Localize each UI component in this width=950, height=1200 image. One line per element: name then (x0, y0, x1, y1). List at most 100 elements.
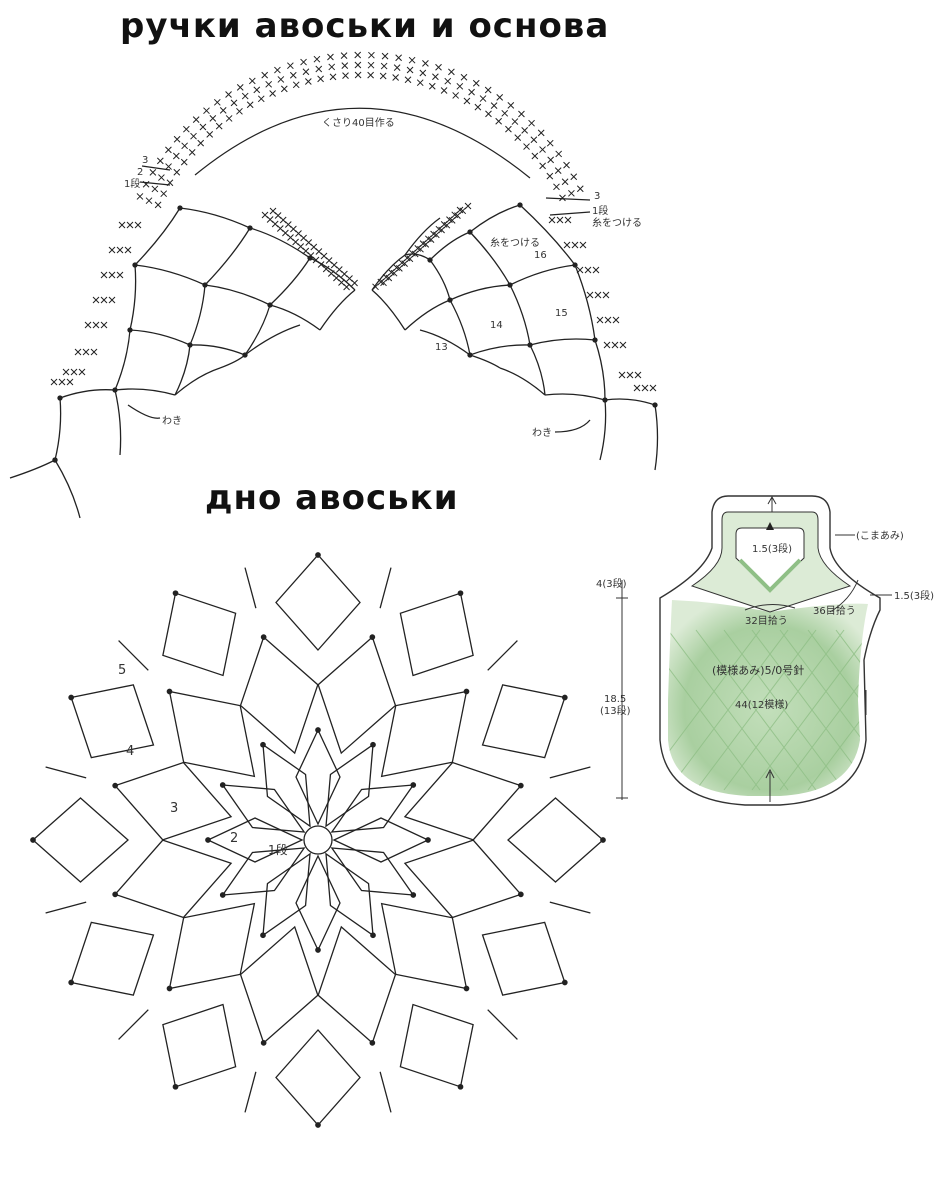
body-height-label: 18.5 (604, 694, 626, 705)
chain-loop (469, 354, 501, 369)
stitch-x (495, 117, 503, 125)
chain-loop (249, 227, 311, 259)
picot-dot (427, 257, 433, 263)
picot-dot (410, 892, 417, 898)
picot-dot (463, 985, 470, 992)
chain-loop (429, 231, 471, 261)
stitch-x (367, 71, 374, 79)
row-15: 15 (555, 308, 568, 319)
stitch-x (432, 231, 440, 239)
picot-dot (467, 352, 473, 358)
picot-dot (177, 205, 183, 211)
stitch-x (380, 279, 387, 287)
stitch-x (158, 174, 165, 181)
stitch-x (619, 341, 627, 349)
stitch-x (448, 217, 456, 224)
stitch-x (634, 371, 642, 379)
stitch-x (392, 74, 399, 81)
stitch-x (528, 119, 535, 127)
picot-dot (572, 262, 578, 268)
mesh-line (779, 629, 868, 791)
bag-body-fill (668, 600, 868, 796)
spike (379, 567, 392, 609)
stitch-x (546, 139, 554, 147)
stitch-x (408, 56, 416, 64)
chain-loop (469, 344, 531, 356)
stitch-x (261, 71, 269, 79)
stitch-x (626, 371, 634, 379)
stitch-x (452, 92, 460, 99)
stitch-x (367, 61, 375, 69)
stitch-x (443, 221, 451, 229)
stitch-x (315, 65, 323, 73)
left-row-3: 3 (142, 155, 148, 166)
chain-loop (371, 289, 406, 331)
stitch-x (641, 384, 649, 392)
stitch-x (341, 62, 349, 69)
petal (330, 784, 415, 833)
petal (275, 1029, 361, 1126)
pick-32-label: 32目拾う (745, 614, 788, 627)
stitch-x (479, 95, 487, 102)
stitch-x (289, 71, 297, 79)
petal (262, 743, 311, 828)
chain-loop (654, 404, 659, 471)
chain-loop (114, 389, 122, 456)
stitch-x (438, 226, 445, 234)
chain-loop (469, 231, 511, 286)
stitch-x (343, 283, 350, 291)
picot-dot (260, 634, 267, 641)
chain-loop (509, 264, 576, 286)
chain-loop (129, 329, 191, 346)
spike (549, 901, 591, 914)
picot-dot (172, 1083, 179, 1090)
picot-dot (166, 688, 173, 695)
stitch-x (253, 86, 261, 94)
stitch-x (209, 115, 217, 122)
stitch-x (58, 378, 66, 386)
stitch-x (505, 125, 512, 133)
stitch-x (90, 348, 98, 356)
stitch-x (136, 193, 144, 200)
stitch-x (70, 368, 78, 376)
picot-dot (517, 891, 524, 898)
stitch-x (236, 107, 243, 115)
stitch-x (84, 321, 92, 329)
stitch-x (257, 95, 265, 103)
stitch-x (368, 51, 375, 59)
petal (70, 684, 155, 759)
picot-dot (315, 552, 321, 558)
chain-loop (269, 257, 311, 306)
stitch-x (548, 216, 556, 224)
chain-loop (189, 284, 206, 346)
chain-loop (174, 344, 191, 396)
stitch-x (203, 107, 210, 115)
petal (221, 847, 306, 896)
stitch-x (124, 246, 132, 254)
stitch-x (108, 296, 116, 304)
picot-dot (592, 337, 598, 343)
picot-dot (425, 837, 431, 843)
stitch-x (340, 52, 348, 60)
stitch-x (351, 279, 358, 287)
stitch-x (559, 194, 566, 202)
picot-dot (457, 1083, 464, 1090)
mesh-line (695, 629, 817, 791)
chain-loop (319, 289, 356, 331)
picot-dot (112, 782, 119, 789)
stitch-x (292, 81, 300, 89)
chain-loop (529, 338, 596, 346)
stitch-x (448, 68, 455, 76)
petal (481, 921, 566, 996)
mesh-line (807, 629, 868, 791)
chain-loop (509, 284, 531, 346)
stitch-x (192, 116, 200, 124)
stitch-x (456, 82, 464, 90)
stitch-x (381, 52, 389, 60)
picot-dot (527, 342, 533, 348)
stitch-x (568, 189, 575, 197)
stitch-x (417, 245, 424, 253)
picot-dot (652, 402, 658, 408)
stitch-x (547, 156, 555, 164)
stitch-x (406, 255, 414, 263)
